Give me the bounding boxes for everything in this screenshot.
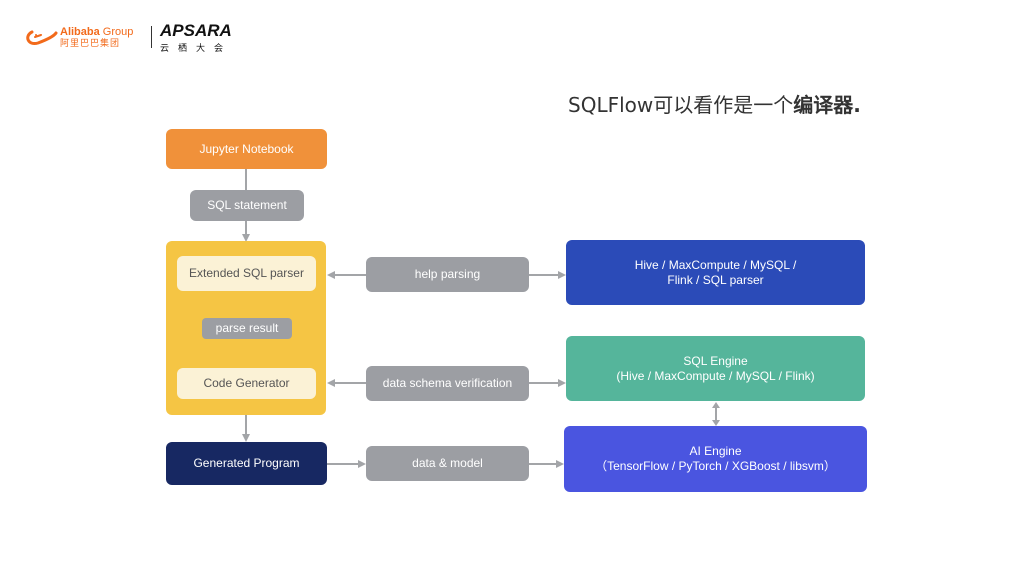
ai-engine-node: AI Engine （TensorFlow / PyTorch / XGBoos…: [564, 426, 867, 492]
extended-sql-parser-label: Extended SQL parser: [189, 266, 304, 280]
title-emphasis: 编译器: [793, 93, 854, 117]
group-logo-text: Group: [102, 26, 134, 38]
jupyter-notebook-node: Jupyter Notebook: [166, 129, 327, 169]
data-schema-verification-node: data schema verification: [366, 366, 529, 401]
data-schema-verification-label: data schema verification: [382, 376, 513, 390]
ai-engine-title: AI Engine: [689, 444, 742, 458]
code-generator-node: Code Generator: [177, 368, 316, 399]
title-prefix: SQLFlow可以看作是一个: [568, 93, 794, 117]
sql-engine-node: SQL Engine (Hive / MaxCompute / MySQL / …: [566, 336, 865, 401]
alibaba-group-logo: Alibaba Group 阿里巴巴集团: [26, 24, 133, 52]
sql-engine-title: SQL Engine: [683, 353, 748, 368]
page-title: SQLFlow可以看作是一个编译器.: [568, 89, 861, 118]
sql-engine-subtitle: (Hive / MaxCompute / MySQL / Flink): [616, 368, 815, 383]
generated-program-node: Generated Program: [166, 442, 327, 485]
alibaba-logo-cn: 阿里巴巴集团: [60, 38, 121, 48]
help-parsing-node: help parsing: [366, 257, 529, 292]
apsara-logo: APSARA 云栖大会: [160, 22, 232, 54]
title-suffix: .: [853, 93, 861, 117]
hive-sql-parser-node: Hive / MaxCompute / MySQL / Flink / SQL …: [566, 240, 865, 305]
parse-result-node: parse result: [202, 318, 292, 339]
data-and-model-node: data & model: [366, 446, 529, 481]
sql-statement-node: SQL statement: [190, 190, 304, 221]
generated-program-label: Generated Program: [193, 456, 300, 470]
ai-engine-subtitle: （TensorFlow / PyTorch / XGBoost / libsvm…: [595, 459, 836, 473]
data-and-model-label: data & model: [412, 456, 483, 470]
hive-parser-line2: Flink / SQL parser: [667, 272, 764, 287]
hive-parser-line1: Hive / MaxCompute / MySQL /: [634, 257, 797, 272]
parse-result-label: parse result: [215, 321, 279, 335]
logo-divider: [151, 26, 152, 48]
extended-sql-parser-node: Extended SQL parser: [177, 256, 316, 291]
alibaba-logo-text: Alibaba: [60, 26, 100, 38]
apsara-logo-text: APSARA: [160, 21, 232, 40]
apsara-logo-cn: 云栖大会: [160, 43, 233, 53]
sql-statement-label: SQL statement: [207, 198, 287, 212]
code-generator-label: Code Generator: [203, 376, 290, 390]
jupyter-notebook-label: Jupyter Notebook: [199, 141, 294, 156]
help-parsing-label: help parsing: [414, 267, 481, 281]
alibaba-smile-icon: [26, 28, 58, 48]
